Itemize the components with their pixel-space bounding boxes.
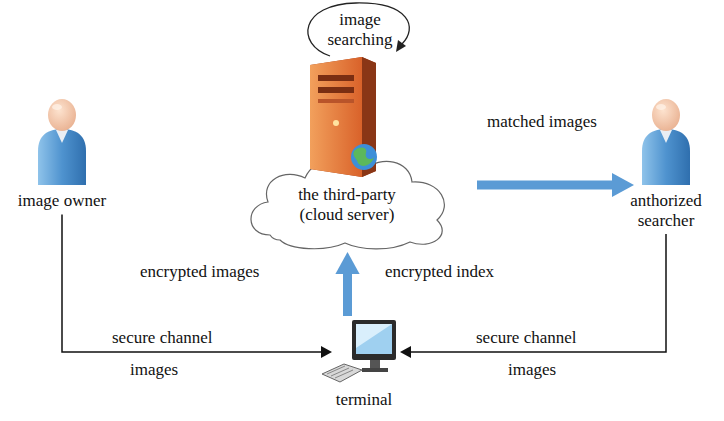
annotation-label: images	[508, 360, 556, 380]
node-label: anthorized searcher	[612, 191, 720, 230]
server-icon	[302, 53, 392, 178]
annotation-label: image searching	[324, 10, 396, 49]
person-node: anthorized searcher	[612, 95, 720, 230]
secure-channel-line	[400, 234, 666, 358]
annotation-label: encrypted images	[140, 262, 259, 282]
node-label: terminal	[318, 390, 410, 410]
edge-label: secure channel	[112, 328, 213, 348]
cloud-server-node: the third-party (cloud server)	[240, 45, 455, 250]
edge-label: secure channel	[476, 328, 577, 348]
node-label: the third-party (cloud server)	[287, 185, 407, 224]
terminal-node: terminal	[318, 318, 410, 410]
annotation-label: images	[130, 360, 178, 380]
edge-label: encrypted index	[385, 262, 494, 282]
node-label: image owner	[4, 191, 120, 211]
edge-label: matched images	[487, 112, 597, 132]
data-flow-arrow	[477, 173, 634, 197]
person-node: image owner	[4, 95, 120, 211]
person-icon	[636, 95, 696, 187]
data-flow-arrow	[335, 252, 359, 316]
terminal-icon	[318, 318, 408, 386]
person-icon	[32, 95, 92, 187]
